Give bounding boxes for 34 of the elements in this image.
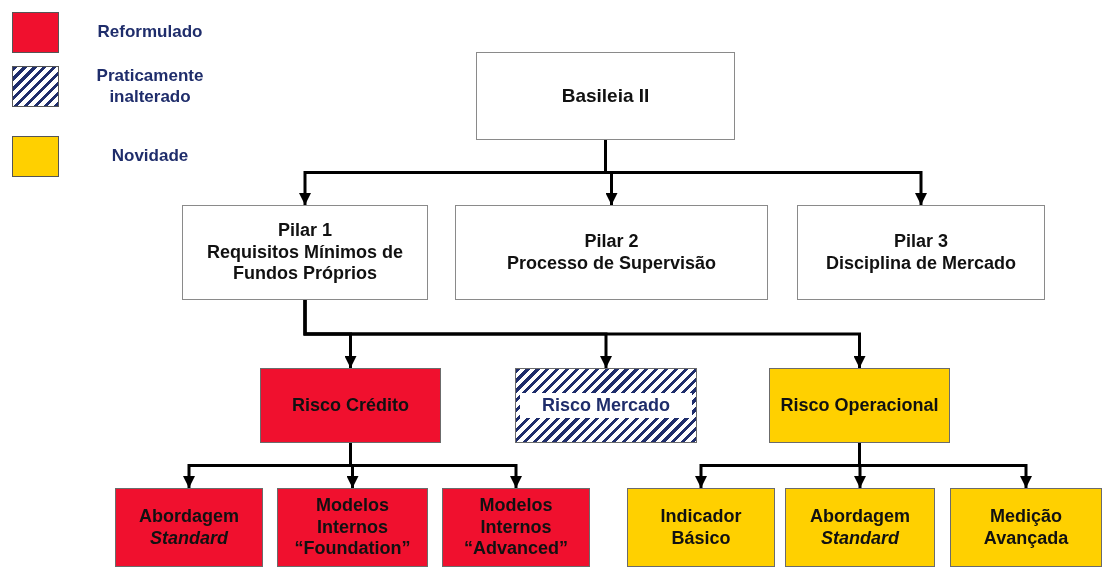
category-box: [442, 488, 590, 567]
box-heading: Pilar 3: [893, 230, 948, 253]
category-box: [115, 488, 263, 567]
legend-label: Praticamente inalterado: [95, 66, 205, 107]
box-label: Basileia II: [561, 84, 650, 108]
connector-arrow: [604, 140, 927, 205]
category-box: [476, 52, 735, 140]
category-box: [785, 488, 935, 567]
box-label: Abordagem Standard: [809, 505, 911, 550]
category-box: [515, 368, 697, 443]
category-box: [769, 368, 950, 443]
legend-label: Reformulado: [96, 22, 204, 43]
connector-arrow: [303, 300, 866, 368]
box-label: Disciplina de Mercado: [825, 252, 1017, 275]
box-label: Medição Avançada: [982, 505, 1070, 550]
category-box: [182, 205, 428, 300]
box-label: Modelos Internos “Foundation”: [293, 495, 412, 560]
box-label: Modelos Internos “Advanced”: [463, 495, 569, 560]
category-box: [627, 488, 775, 567]
category-box: [455, 205, 768, 300]
box-heading: Pilar 2: [584, 230, 639, 253]
box-label: Requisitos Mínimos de Fundos Próprios: [206, 241, 404, 285]
category-box: [277, 488, 428, 567]
category-box: [797, 205, 1045, 300]
legend-label: Novidade: [110, 146, 190, 167]
box-label: Risco Operacional: [780, 394, 939, 417]
box-label: Abordagem Standard: [138, 505, 240, 550]
box-label: Processo de Supervisão: [506, 252, 717, 275]
box-heading: Pilar 1: [277, 220, 332, 242]
box-label: Risco Crédito: [292, 394, 409, 417]
category-box: [260, 368, 441, 443]
box-label: Risco Mercado: [520, 392, 692, 419]
box-label: Indicador Básico: [659, 505, 743, 550]
category-box: [950, 488, 1102, 567]
